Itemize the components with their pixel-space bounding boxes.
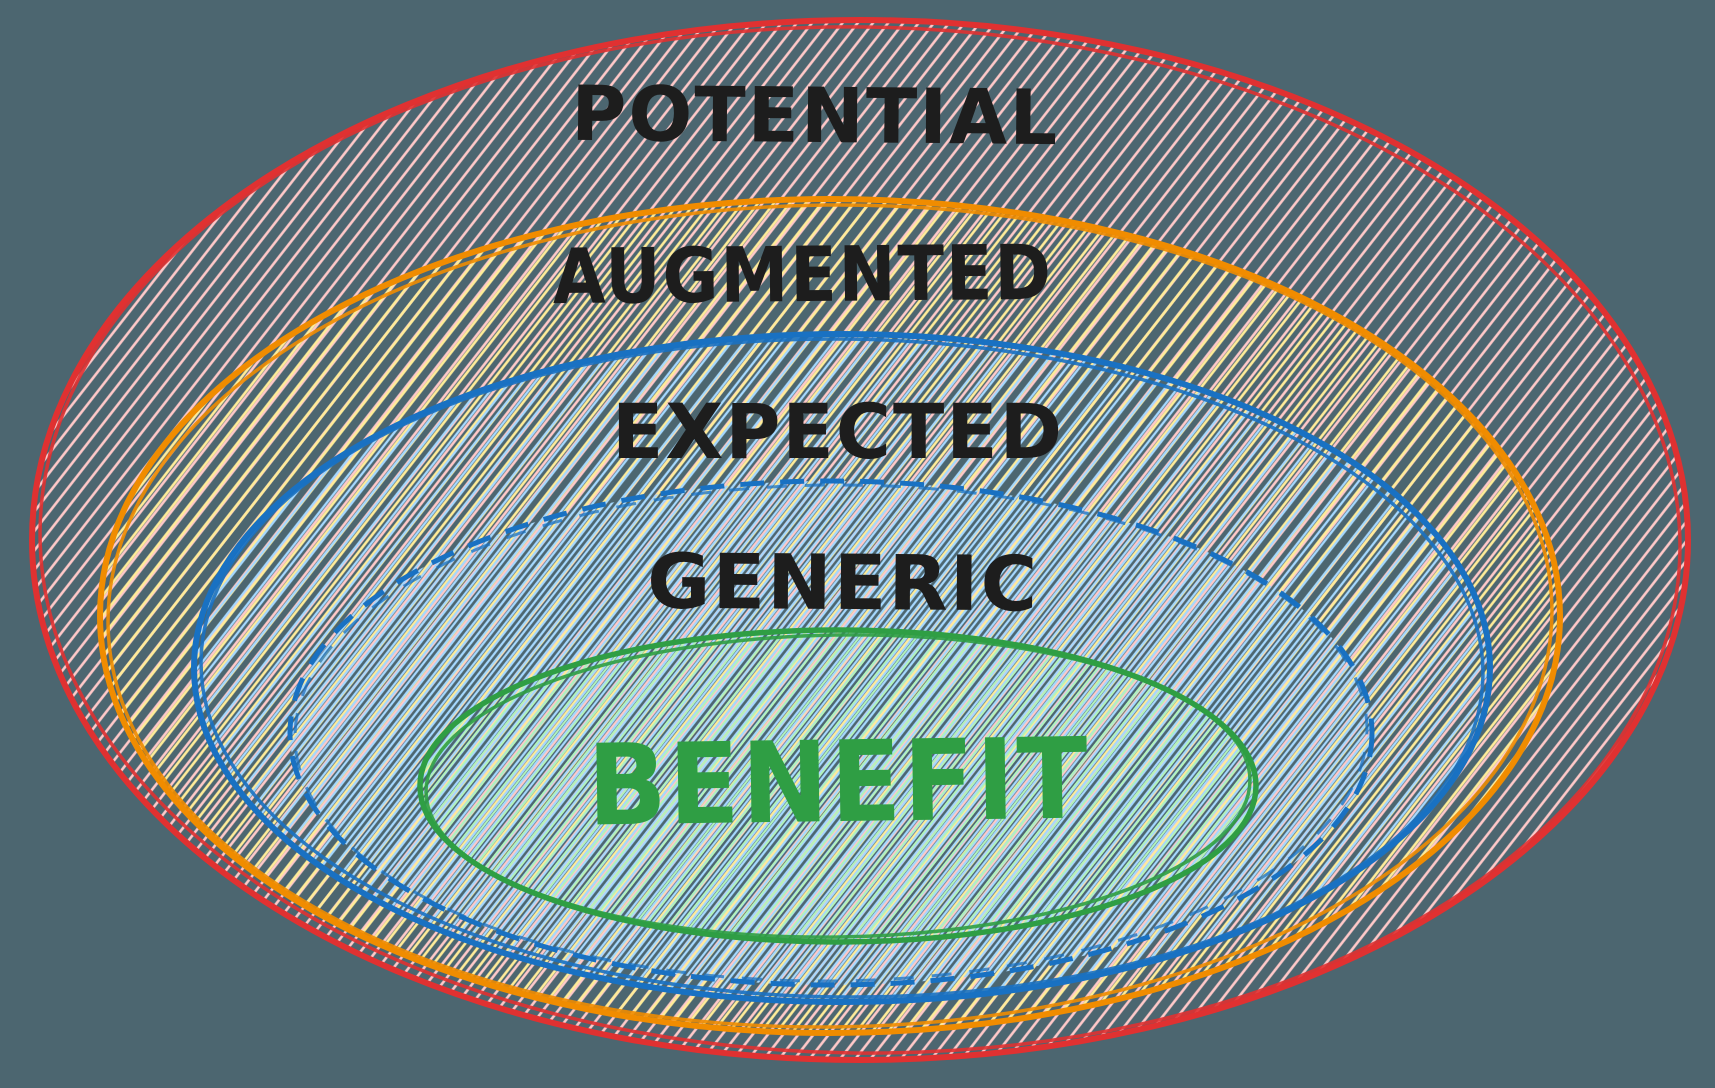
potential-ellipse-stroke xyxy=(29,17,1691,1063)
benefit-label: BENEFIT xyxy=(587,715,1091,852)
augmented-label: AUGMENTED xyxy=(552,228,1053,321)
generic-ellipse-stroke-sketch xyxy=(293,483,1369,983)
expected-ellipse-stroke xyxy=(191,331,1493,1005)
potential-label: POTENTIAL xyxy=(571,69,1060,162)
benefit-ellipse-stroke-sketch xyxy=(424,633,1252,939)
generic-ellipse-stroke xyxy=(287,478,1375,988)
expected-ellipse-stroke-sketch xyxy=(199,337,1485,999)
augmented-ellipse-stroke-sketch xyxy=(106,203,1554,1029)
benefit-ellipse-fill xyxy=(420,630,1256,942)
augmented-ellipse-stroke xyxy=(97,196,1563,1036)
benefit-ellipse-stroke xyxy=(417,627,1259,945)
ring-benefit xyxy=(417,627,1259,945)
potential-ellipse-stroke-sketch xyxy=(38,25,1682,1055)
expected-label: EXPECTED xyxy=(612,387,1064,476)
generic-label: GENERIC xyxy=(647,537,1040,629)
